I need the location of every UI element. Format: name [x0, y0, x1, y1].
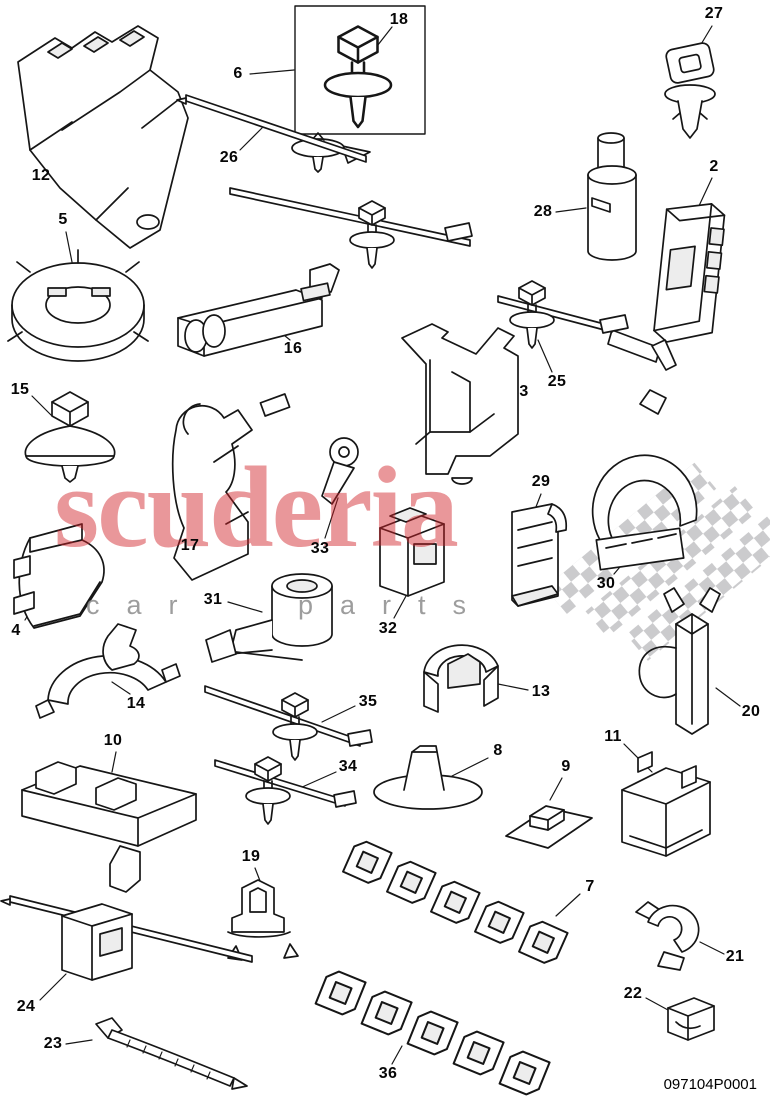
part-illustration-19: [227, 879, 299, 961]
part-illustration-18: [294, 5, 426, 135]
part-illustration-2: [607, 203, 726, 371]
part-illustration-11: [621, 751, 711, 857]
part-illustration-14: [35, 623, 181, 719]
drawing-number: 097104P0001: [663, 1076, 757, 1093]
callout-8: 8: [493, 742, 503, 759]
callout-25: 25: [547, 373, 567, 390]
callout-24: 24: [16, 998, 36, 1015]
part-illustration-30: [591, 389, 698, 571]
callout-5: 5: [58, 211, 68, 228]
callout-27: 27: [704, 5, 724, 22]
callout-19: 19: [241, 848, 261, 865]
callout-10: 10: [103, 732, 123, 749]
callout-15: 15: [10, 381, 30, 398]
callout-18: 18: [389, 11, 409, 28]
part-illustration-16: [177, 263, 340, 357]
part-illustration-7: [342, 837, 569, 968]
callout-4: 4: [11, 622, 21, 639]
part-illustration-10: [21, 761, 197, 893]
callout-14: 14: [126, 695, 146, 712]
part-illustration-17: [171, 393, 291, 581]
part-illustration-31: [205, 573, 333, 663]
callout-11: 11: [604, 728, 622, 745]
callout-2: 2: [709, 158, 719, 175]
callout-17: 17: [180, 537, 200, 554]
part-illustration-23: [95, 1017, 248, 1090]
part-illustration-27: [664, 42, 716, 139]
callout-3: 3: [519, 383, 529, 400]
callout-20: 20: [741, 703, 761, 720]
part-illustration-35: [204, 685, 373, 761]
callout-12: 12: [31, 167, 51, 184]
callout-16: 16: [283, 340, 303, 357]
part-illustration-24: [0, 895, 253, 981]
part-illustration-8: [373, 745, 483, 810]
part-illustration-28: [587, 132, 637, 261]
callout-22: 22: [623, 985, 643, 1002]
callout-6: 6: [233, 65, 243, 82]
callout-33: 33: [310, 540, 330, 557]
callout-21: 21: [725, 948, 745, 965]
part-illustration-5: [7, 249, 149, 362]
callout-29: 29: [531, 473, 551, 490]
part-illustration-20: [638, 587, 721, 735]
callout-32: 32: [378, 620, 398, 637]
part-illustration-21: [635, 901, 700, 971]
callout-26: 26: [219, 149, 239, 166]
part-illustration-32: [379, 507, 445, 597]
part-illustration-33: [321, 437, 359, 505]
callout-31: 31: [203, 591, 223, 608]
part-illustration-25: [497, 280, 629, 349]
part-illustration-22: [667, 997, 715, 1041]
part-illustration-26: [176, 94, 473, 269]
part-illustration-9: [505, 805, 593, 849]
callout-28: 28: [533, 203, 553, 220]
part-illustration-29: [511, 503, 568, 607]
part-illustration-36: [314, 966, 551, 1100]
callout-7: 7: [585, 878, 595, 895]
callout-9: 9: [561, 758, 571, 775]
callout-36: 36: [378, 1065, 398, 1082]
part-illustration-15: [24, 391, 116, 483]
part-illustration-34: [214, 756, 357, 825]
callout-13: 13: [531, 683, 551, 700]
callout-23: 23: [43, 1035, 63, 1052]
part-illustration-3: [401, 323, 519, 485]
callout-35: 35: [358, 693, 378, 710]
callout-34: 34: [338, 758, 358, 775]
callout-30: 30: [596, 575, 616, 592]
part-illustration-12: [17, 25, 189, 249]
part-illustration-4: [13, 523, 105, 629]
part-illustration-13: [423, 644, 499, 713]
